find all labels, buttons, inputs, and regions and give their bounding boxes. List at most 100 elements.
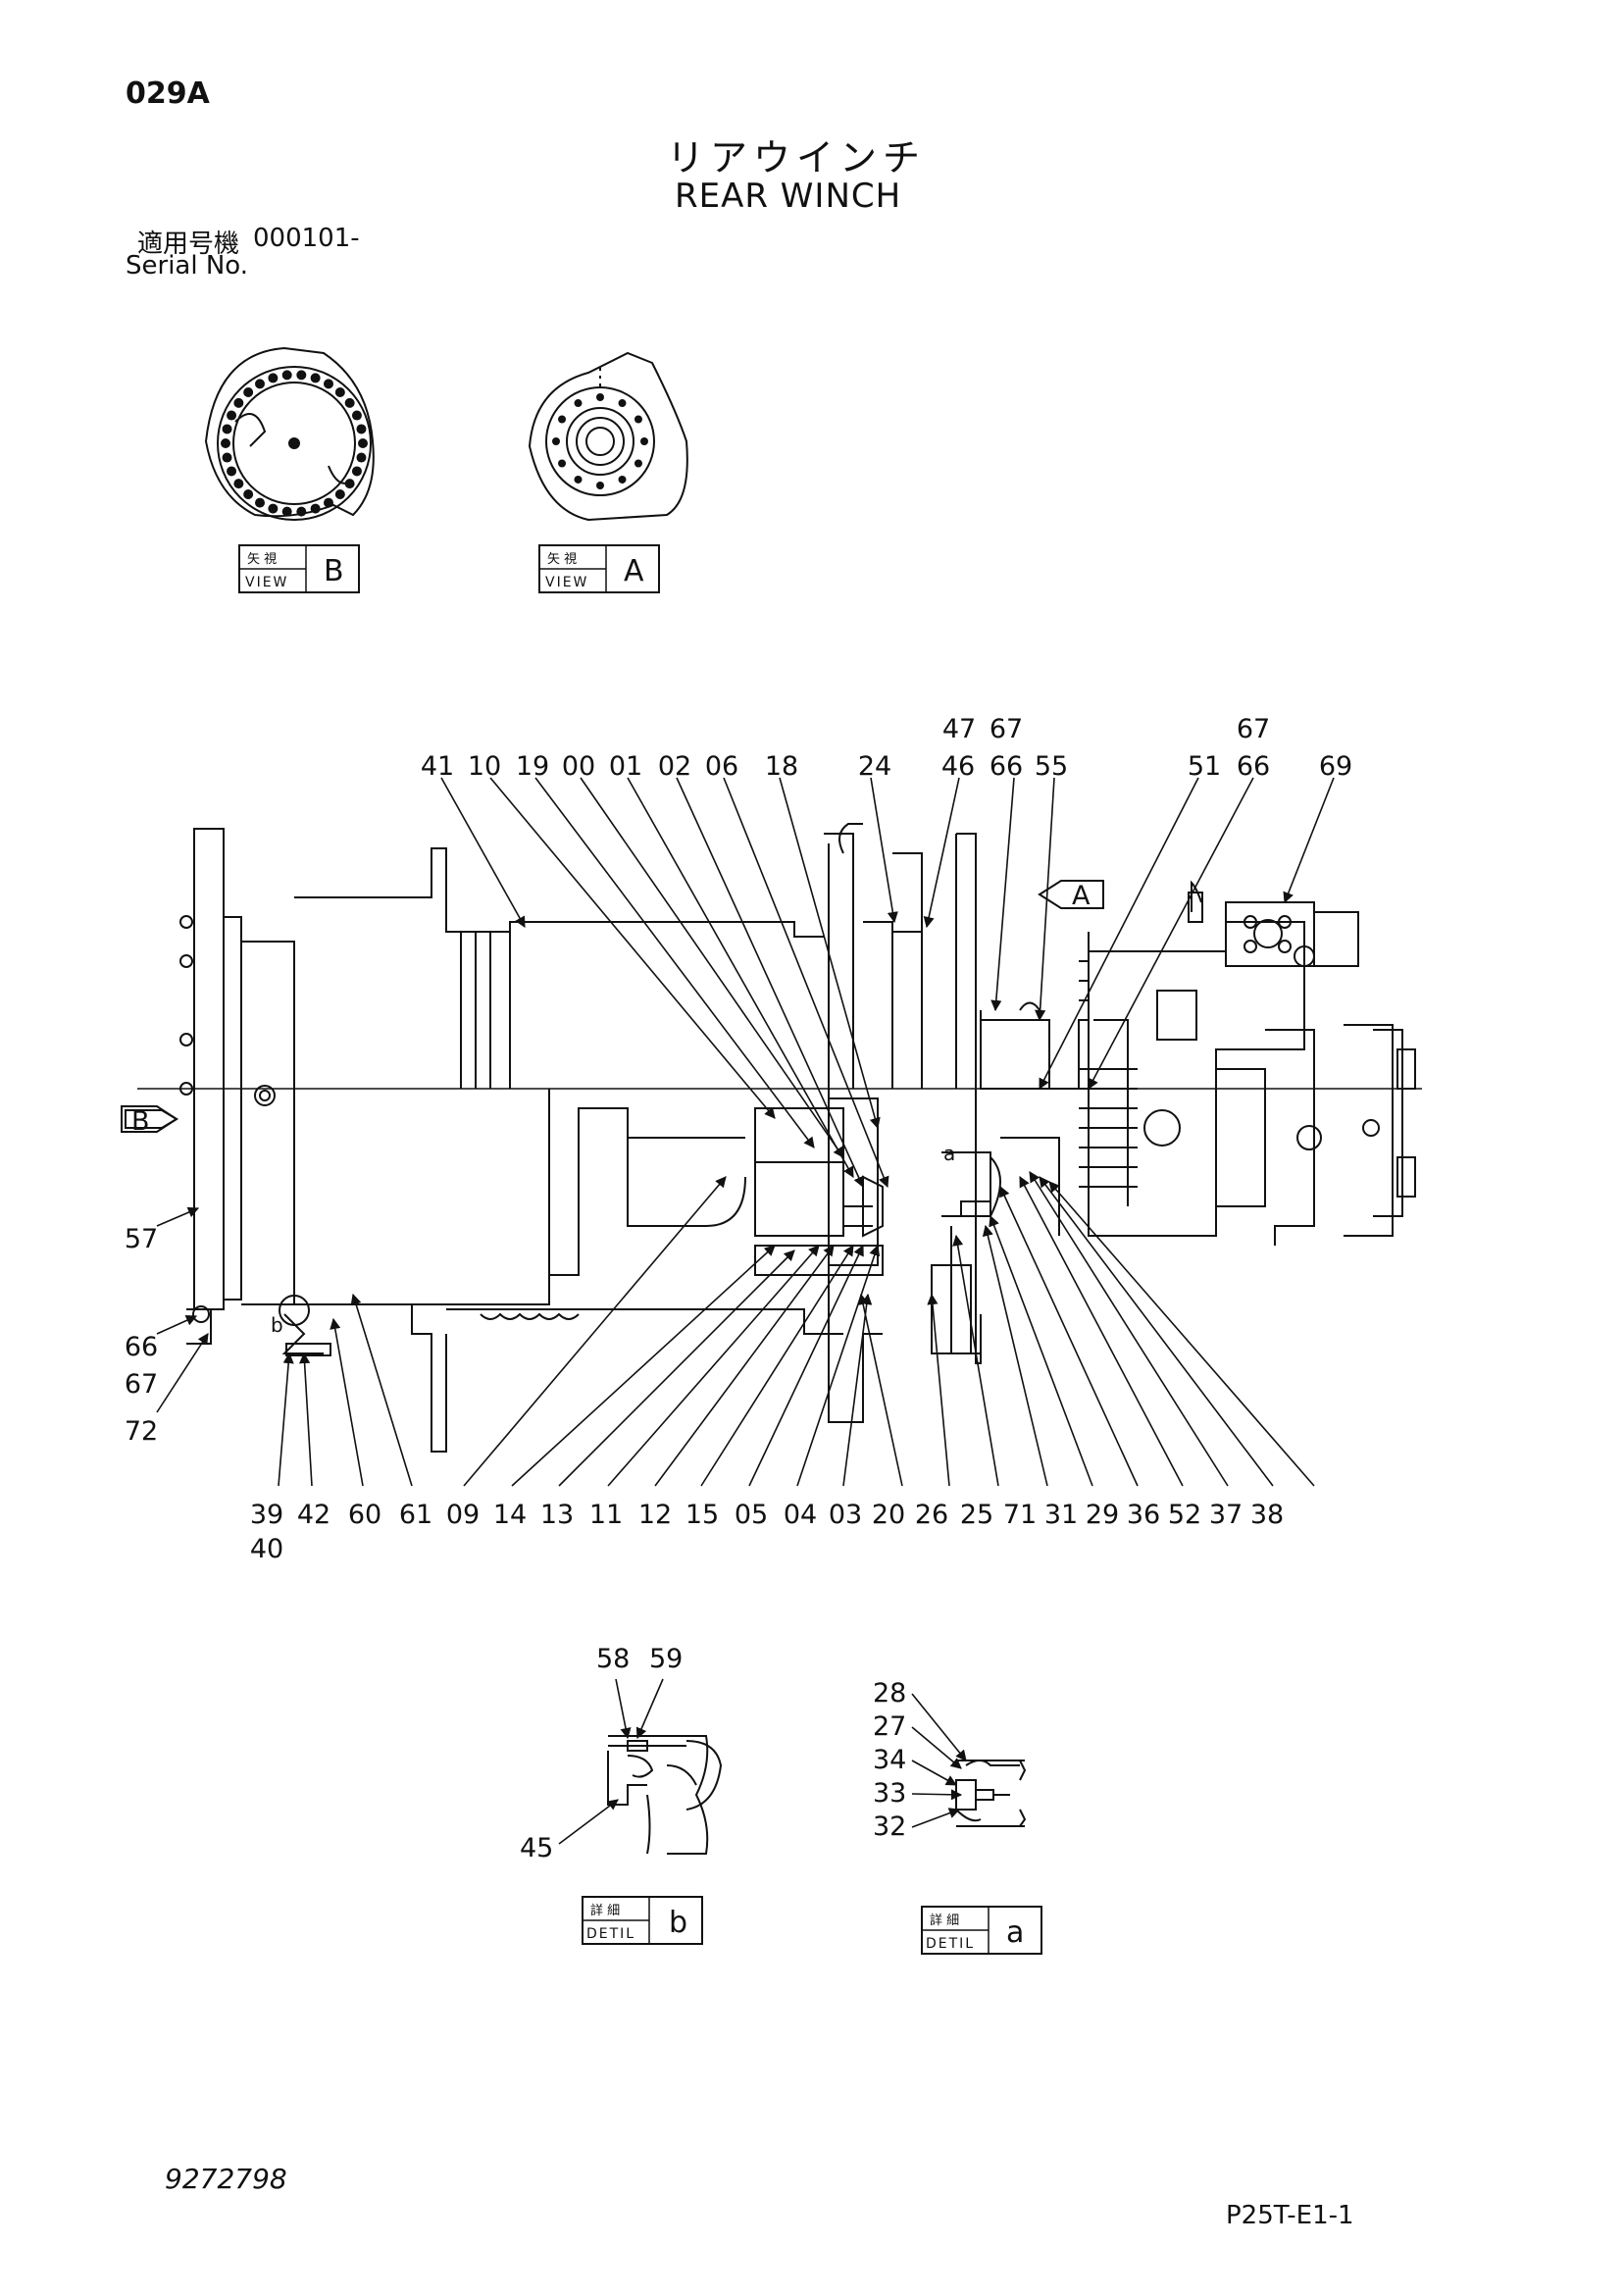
- svg-text:B: B: [131, 1106, 150, 1137]
- part-label-11: 11: [589, 1500, 623, 1530]
- part-label-57: 57: [125, 1224, 158, 1254]
- bolt-icon: [618, 475, 627, 484]
- detail-b-jp: 詳 細: [590, 1903, 620, 1918]
- detail-a-label-33: 33: [873, 1778, 906, 1809]
- part-label-03: 03: [829, 1500, 862, 1530]
- part-label-40: 40: [250, 1534, 283, 1564]
- part-label-41: 41: [421, 751, 454, 782]
- detail-b-en: DETIL: [586, 1926, 635, 1942]
- bolt-icon: [351, 410, 362, 421]
- bolt-icon: [634, 459, 642, 468]
- detail-b-label-box: 詳 細 DETIL b: [582, 1896, 703, 1945]
- part-label-19: 19: [516, 751, 549, 782]
- part-label-71: 71: [1003, 1500, 1037, 1530]
- detail-a-label-28: 28: [873, 1678, 906, 1709]
- bolt-icon: [255, 497, 265, 508]
- sheet-code: P25T-E1-1: [1226, 2201, 1354, 2230]
- part-label-14: 14: [493, 1500, 527, 1530]
- part-label-36: 36: [1127, 1500, 1160, 1530]
- detail-b-label-58: 58: [596, 1644, 630, 1674]
- part-label-38: 38: [1250, 1500, 1284, 1530]
- serial-label: Serial No.: [126, 251, 248, 281]
- part-label-42: 42: [297, 1500, 330, 1530]
- part-label-47: 47: [942, 714, 976, 744]
- view-b-label-box: 矢 視 VIEW B: [238, 544, 360, 593]
- bolt-icon: [552, 437, 560, 445]
- part-label-09: 09: [446, 1500, 480, 1530]
- part-label-06: 06: [705, 751, 738, 782]
- page-title: REAR WINCH: [675, 177, 902, 216]
- bolt-icon: [334, 489, 345, 500]
- serial-label-japanese: 適用号機: [137, 230, 240, 259]
- detail-a-leaders: [911, 1693, 967, 1828]
- bolt-icon: [310, 373, 321, 383]
- part-label-05: 05: [735, 1500, 768, 1530]
- part-label-66: 66: [1237, 751, 1270, 782]
- bolt-icon: [268, 503, 279, 514]
- bolt-icon: [351, 466, 362, 477]
- detail-a-label-27: 27: [873, 1711, 906, 1742]
- bolt-icon: [324, 379, 333, 389]
- bolt-icon: [281, 370, 292, 381]
- view-b-jp: 矢 視: [247, 552, 277, 567]
- detail-b-drawing: [607, 1735, 723, 1855]
- view-a-label-box: 矢 視 VIEW A: [538, 544, 660, 593]
- bolt-icon: [243, 489, 254, 500]
- title-japanese: リアウインチ: [667, 136, 927, 179]
- bolt-icon: [334, 386, 345, 397]
- bolt-icon: [255, 379, 265, 389]
- view-a-letter: A: [624, 554, 644, 588]
- bolt-icon: [574, 475, 583, 484]
- part-label-04: 04: [784, 1500, 817, 1530]
- detail-marker-a: a: [943, 1142, 955, 1165]
- part-label-67: 67: [125, 1369, 158, 1400]
- part-label-12: 12: [638, 1500, 672, 1530]
- bolt-icon: [222, 452, 232, 463]
- serial-number-value: 000101-: [253, 224, 360, 253]
- part-label-61: 61: [399, 1500, 432, 1530]
- part-label-13: 13: [540, 1500, 574, 1530]
- bolt-icon: [356, 424, 367, 434]
- bolt-icon: [268, 373, 279, 383]
- leader-lines-top: [440, 777, 1335, 1189]
- detail-a-label-box: 詳 細 DETIL a: [921, 1906, 1042, 1955]
- part-label-66: 66: [990, 751, 1023, 782]
- view-a-drawing: [528, 351, 688, 522]
- view-b-letter: B: [324, 554, 344, 588]
- bolt-icon: [344, 479, 355, 489]
- part-label-69: 69: [1319, 751, 1352, 782]
- part-label-01: 01: [609, 751, 642, 782]
- bolt-icon: [356, 452, 367, 463]
- view-b-drawing: [204, 346, 375, 521]
- part-label-39: 39: [250, 1500, 283, 1530]
- part-label-00: 00: [562, 751, 595, 782]
- detail-b-label-45: 45: [520, 1833, 553, 1863]
- part-label-55: 55: [1035, 751, 1068, 782]
- detail-a-label-32: 32: [873, 1811, 906, 1842]
- bolt-icon: [233, 397, 244, 408]
- part-label-46: 46: [941, 751, 975, 782]
- bolt-icon: [221, 438, 230, 448]
- detail-a-jp: 詳 細: [930, 1913, 959, 1928]
- detail-b-leaders: [558, 1678, 664, 1845]
- detail-b-letter: b: [669, 1906, 687, 1940]
- bolt-icon: [227, 466, 237, 477]
- part-label-29: 29: [1086, 1500, 1119, 1530]
- view-a-jp: 矢 視: [547, 552, 577, 567]
- direction-marker-b: B: [121, 1105, 178, 1137]
- part-label-52: 52: [1168, 1500, 1201, 1530]
- part-label-66: 66: [125, 1332, 158, 1362]
- part-label-24: 24: [858, 751, 891, 782]
- page-code: 029A: [126, 77, 210, 111]
- direction-marker-a: A: [1038, 880, 1104, 911]
- part-label-51: 51: [1188, 751, 1221, 782]
- part-label-72: 72: [125, 1416, 158, 1447]
- part-label-10: 10: [468, 751, 501, 782]
- view-b-en: VIEW: [245, 575, 288, 590]
- bolt-icon: [243, 386, 254, 397]
- bolt-icon: [227, 410, 237, 421]
- bolt-icon: [324, 497, 333, 508]
